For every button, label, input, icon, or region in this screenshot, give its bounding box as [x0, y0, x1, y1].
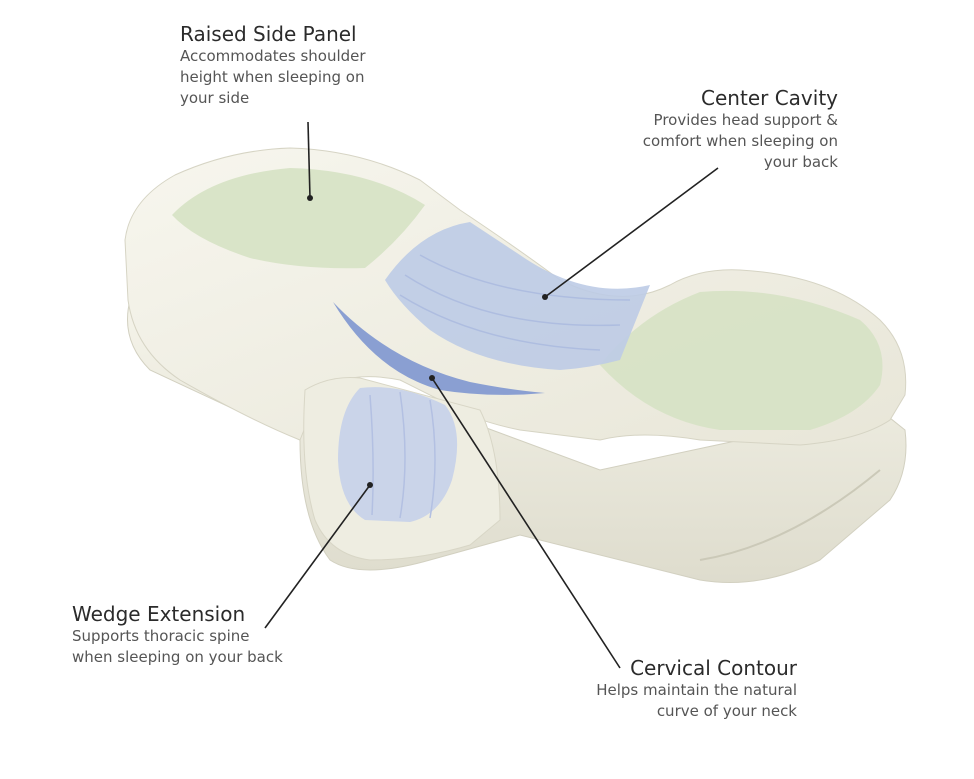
leader-wedge-extension	[264, 484, 371, 629]
label-center-cavity: Center Cavity Provides head support & co…	[643, 86, 838, 173]
right-side-panel	[600, 290, 883, 430]
label-line: your back	[763, 153, 838, 171]
center-cavity-panel	[385, 222, 650, 370]
dot-raised-side-panel	[307, 195, 313, 201]
dot-center-cavity	[542, 294, 548, 300]
cavity-ridge-1	[419, 254, 631, 301]
label-line: comfort when sleeping on	[642, 132, 838, 150]
label-line: Helps maintain the natural	[596, 681, 797, 699]
leader-dots	[307, 195, 548, 488]
label-line: curve of your neck	[656, 702, 797, 720]
cavity-ridge-3	[399, 294, 601, 351]
label-title: Raised Side Panel	[180, 22, 357, 46]
wedge-extension-panel	[338, 387, 458, 522]
leader-raised-side-panel	[307, 121, 311, 199]
dot-wedge-extension	[367, 482, 373, 488]
leader-lines	[264, 121, 719, 669]
left-side-panel	[172, 168, 425, 269]
label-cervical-contour: Cervical Contour Helps maintain the natu…	[596, 656, 797, 722]
label-line: height when sleeping on	[180, 68, 365, 86]
leader-center-cavity	[544, 167, 719, 298]
label-line: Provides head support &	[653, 111, 838, 129]
label-title: Center Cavity	[701, 86, 838, 110]
label-wedge-extension: Wedge Extension Supports thoracic spine …	[72, 602, 283, 668]
cervical-contour-strip	[333, 302, 545, 395]
leader-cervical-contour	[431, 377, 621, 669]
label-line: when sleeping on your back	[72, 648, 283, 666]
label-line: Supports thoracic spine	[72, 627, 250, 645]
label-line: your side	[180, 89, 250, 107]
wedge-ridge-3	[429, 399, 436, 519]
cavity-ridge-2	[404, 274, 621, 327]
wedge-ridge-2	[399, 391, 406, 519]
label-raised-side-panel: Raised Side Panel Accommodates shoulder …	[180, 22, 366, 109]
wedge-ridge-1	[369, 394, 374, 516]
dot-cervical-contour	[429, 375, 435, 381]
label-line: Accommodates shoulder	[180, 47, 366, 65]
label-title: Cervical Contour	[630, 656, 797, 680]
label-title: Wedge Extension	[72, 602, 246, 626]
